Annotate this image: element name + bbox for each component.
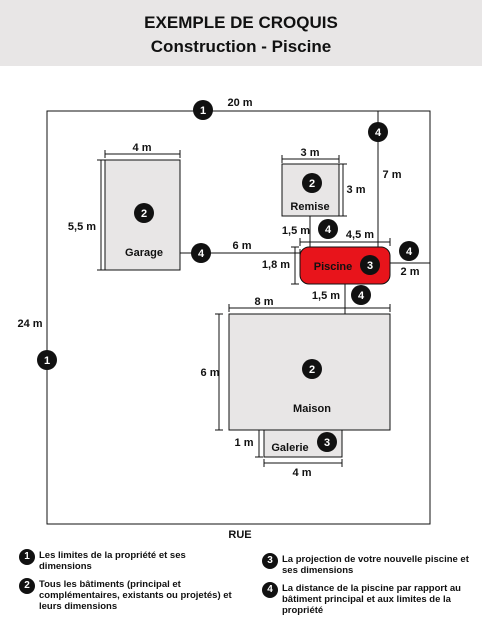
badge-4-right: 4 bbox=[399, 241, 419, 261]
maison-width-label: 8 m bbox=[255, 296, 274, 308]
legend-text-3: La projection de votre nouvelle piscine … bbox=[282, 554, 469, 576]
legend-badge-4: 4 bbox=[262, 582, 278, 598]
pool-to-top-limit-label: 7 m bbox=[383, 169, 402, 181]
svg-text:3: 3 bbox=[367, 260, 373, 272]
galerie-width-label: 4 m bbox=[293, 467, 312, 479]
svg-text:4: 4 bbox=[198, 248, 205, 260]
maison-badge: 2 bbox=[302, 359, 322, 379]
svg-text:4: 4 bbox=[325, 224, 332, 236]
remise-badge: 2 bbox=[302, 173, 322, 193]
remise-width-label: 3 m bbox=[301, 147, 320, 159]
property-boundary bbox=[46, 110, 431, 525]
svg-text:4: 4 bbox=[406, 246, 413, 258]
pool-to-right-limit-label: 2 m bbox=[401, 266, 420, 278]
maison-height-label: 6 m bbox=[201, 367, 220, 379]
svg-text:1: 1 bbox=[200, 105, 206, 117]
badge-4-top: 4 bbox=[368, 122, 388, 142]
legend-text-4: La distance de la piscine par rapport au… bbox=[282, 583, 461, 616]
galerie-badge: 3 bbox=[317, 432, 337, 452]
legend-badge-2: 2 bbox=[19, 578, 35, 594]
svg-text:2: 2 bbox=[309, 364, 315, 376]
legend-text-1: Les limites de la propriété et ses dimen… bbox=[39, 550, 186, 572]
property-height-label: 24 m bbox=[17, 318, 42, 330]
galerie-label: Galerie bbox=[271, 442, 308, 454]
garage-height-label: 5,5 m bbox=[68, 221, 96, 233]
svg-text:1: 1 bbox=[44, 355, 50, 367]
garage-label: Garage bbox=[125, 247, 163, 259]
galerie-height-label: 1 m bbox=[235, 437, 254, 449]
garage-width-label: 4 m bbox=[133, 142, 152, 154]
badge-1-top: 1 bbox=[193, 100, 213, 120]
street-label: RUE bbox=[228, 529, 251, 541]
legend-text-2: Tous les bâtiments (principal et complém… bbox=[39, 579, 232, 612]
svg-text:3: 3 bbox=[324, 437, 330, 449]
header: EXEMPLE DE CROQUIS Construction - Piscin… bbox=[0, 0, 482, 66]
svg-text:4: 4 bbox=[358, 290, 365, 302]
page-title: EXEMPLE DE CROQUIS bbox=[144, 13, 338, 32]
badge-4-garage: 4 bbox=[191, 243, 211, 263]
pool-label: Piscine bbox=[314, 261, 353, 273]
legend-badge-3: 3 bbox=[262, 553, 278, 569]
pool-to-garage-label: 6 m bbox=[233, 240, 252, 252]
svg-text:2: 2 bbox=[141, 208, 147, 220]
pool-badge: 3 bbox=[360, 255, 380, 275]
pool-to-remise-label: 1,5 m bbox=[282, 225, 310, 237]
page-subtitle: Construction - Piscine bbox=[150, 37, 332, 56]
svg-text:4: 4 bbox=[375, 127, 382, 139]
svg-text:2: 2 bbox=[309, 178, 315, 190]
badge-4-maison: 4 bbox=[351, 285, 371, 305]
garage-badge: 2 bbox=[134, 203, 154, 223]
badge-1-left: 1 bbox=[37, 350, 57, 370]
remise-label: Remise bbox=[290, 201, 329, 213]
maison-label: Maison bbox=[293, 403, 331, 415]
legend-badge-1: 1 bbox=[19, 549, 35, 565]
pool-to-maison-label: 1,5 m bbox=[312, 290, 340, 302]
property-width-label: 20 m bbox=[227, 97, 252, 109]
pool-width-label: 4,5 m bbox=[346, 229, 374, 241]
pool-height-label: 1,8 m bbox=[262, 259, 290, 271]
badge-4-remise: 4 bbox=[318, 219, 338, 239]
remise-height-label: 3 m bbox=[347, 184, 366, 196]
